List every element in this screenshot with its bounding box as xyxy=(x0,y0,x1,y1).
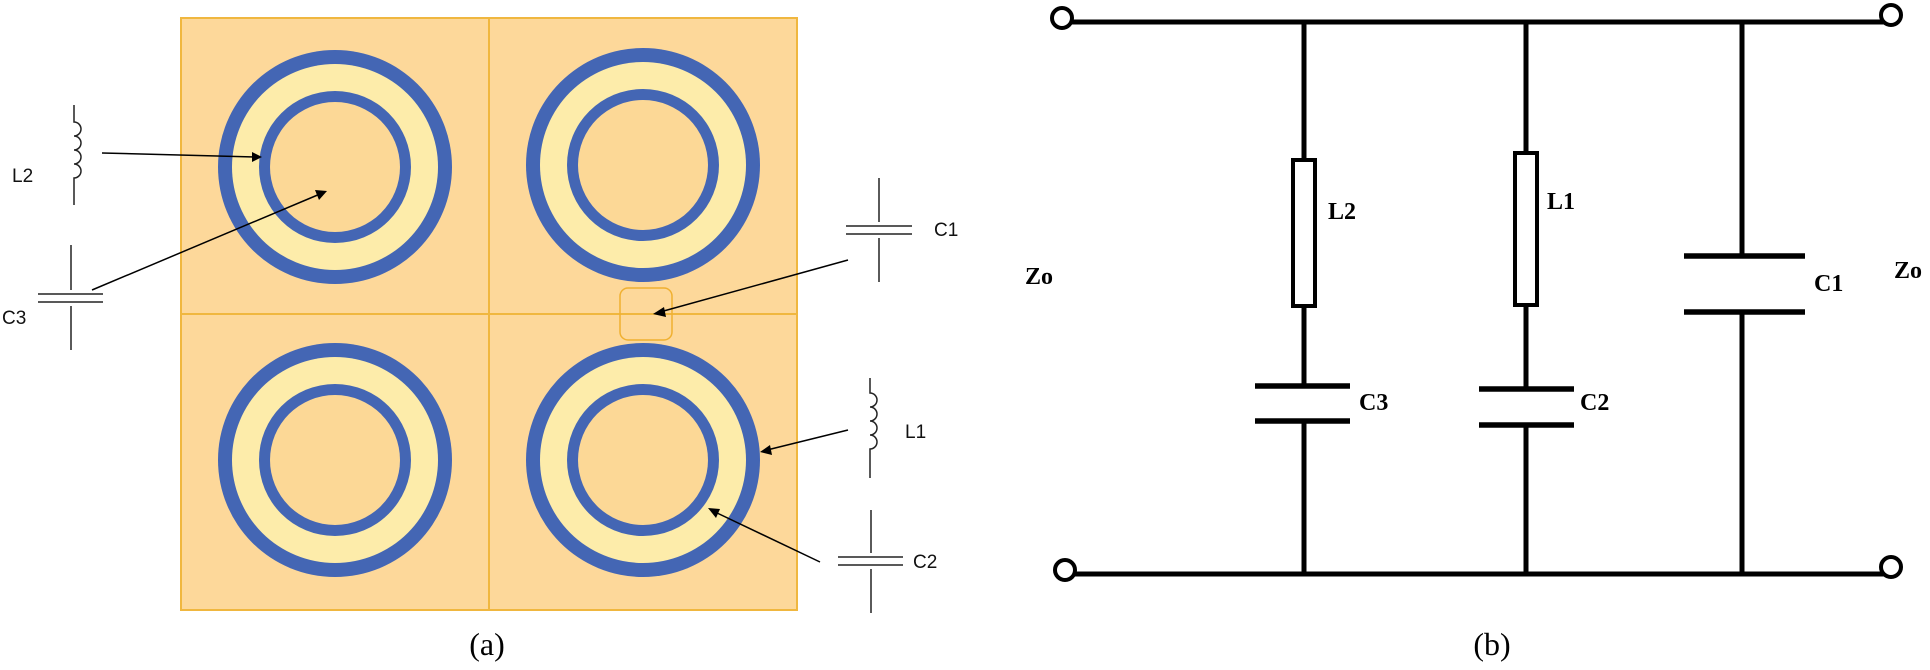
panel-b: L2 C3 L1 C2 C1 Zo Zo (b) xyxy=(1025,3,1922,662)
arrowhead-l1 xyxy=(760,445,772,455)
caption-a: (a) xyxy=(469,626,505,662)
capacitor-symbol-c1 xyxy=(846,178,912,282)
label-l2: L2 xyxy=(1328,199,1356,225)
capacitor-symbol-c3 xyxy=(38,245,103,350)
panel-a: L2 C3 C1 L1 xyxy=(2,17,958,662)
arrow-c1 xyxy=(659,259,849,313)
arrow-c2 xyxy=(714,511,821,563)
arrowhead-c3 xyxy=(315,190,327,200)
label-l1: L1 xyxy=(905,422,926,443)
label-c1: C1 xyxy=(1814,271,1843,297)
label-c3: C3 xyxy=(2,308,26,329)
label-c2: C2 xyxy=(913,552,937,573)
ring-resonator xyxy=(218,343,452,577)
arrow-l2 xyxy=(101,152,257,158)
port-label-right: Zo xyxy=(1894,258,1922,284)
inductor-symbol-l1 xyxy=(869,378,878,478)
ring-resonator xyxy=(526,343,760,577)
gap-highlight-box xyxy=(619,287,673,341)
ring-resonator xyxy=(218,50,452,284)
branch-l1-c2 xyxy=(1479,22,1574,574)
arrowhead-c1 xyxy=(653,307,666,317)
branch-l2-c3 xyxy=(1255,22,1350,574)
label-l1: L1 xyxy=(1547,189,1575,215)
terminal-top-right xyxy=(1879,3,1903,27)
terminal-top-left xyxy=(1050,6,1074,30)
inductor-symbol-l2 xyxy=(73,105,82,205)
terminal-bottom-right xyxy=(1879,555,1903,579)
label-c3: C3 xyxy=(1359,390,1388,416)
port-label-left: Zo xyxy=(1025,264,1053,290)
arrow-c3 xyxy=(91,193,321,291)
caption-b: (b) xyxy=(1473,626,1510,662)
inductor-l1 xyxy=(1513,151,1539,307)
capacitor-symbol-c2 xyxy=(838,510,903,613)
branch-c1 xyxy=(1684,22,1805,574)
arrowhead-c2 xyxy=(708,508,720,518)
arrow-l1 xyxy=(766,429,849,451)
ring-resonator xyxy=(526,48,760,282)
label-c2: C2 xyxy=(1580,390,1609,416)
label-c1: C1 xyxy=(934,220,958,241)
label-l2: L2 xyxy=(12,166,33,187)
inductor-l2 xyxy=(1291,158,1317,308)
terminal-bottom-left xyxy=(1053,558,1077,582)
arrowhead-l2 xyxy=(252,152,262,162)
